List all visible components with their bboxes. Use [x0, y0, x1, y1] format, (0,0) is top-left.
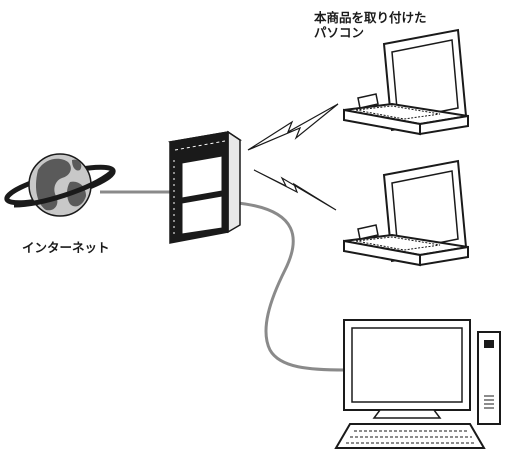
globe-icon: [4, 153, 116, 217]
laptop-icon: [343, 28, 469, 136]
desktop-computer-icon: [334, 319, 501, 449]
cable-router-desktop: [237, 201, 346, 372]
laptop-icon: [343, 159, 469, 267]
pc-caption-line-2: パソコン: [314, 25, 365, 40]
internet-label: インターネット: [22, 240, 110, 255]
pc-caption-line-1: 本商品を取り付けた: [314, 10, 427, 25]
lightning-bolt-icon: [247, 103, 339, 151]
router-icon: [168, 130, 242, 244]
lightning-bolt-icon: [253, 169, 337, 211]
